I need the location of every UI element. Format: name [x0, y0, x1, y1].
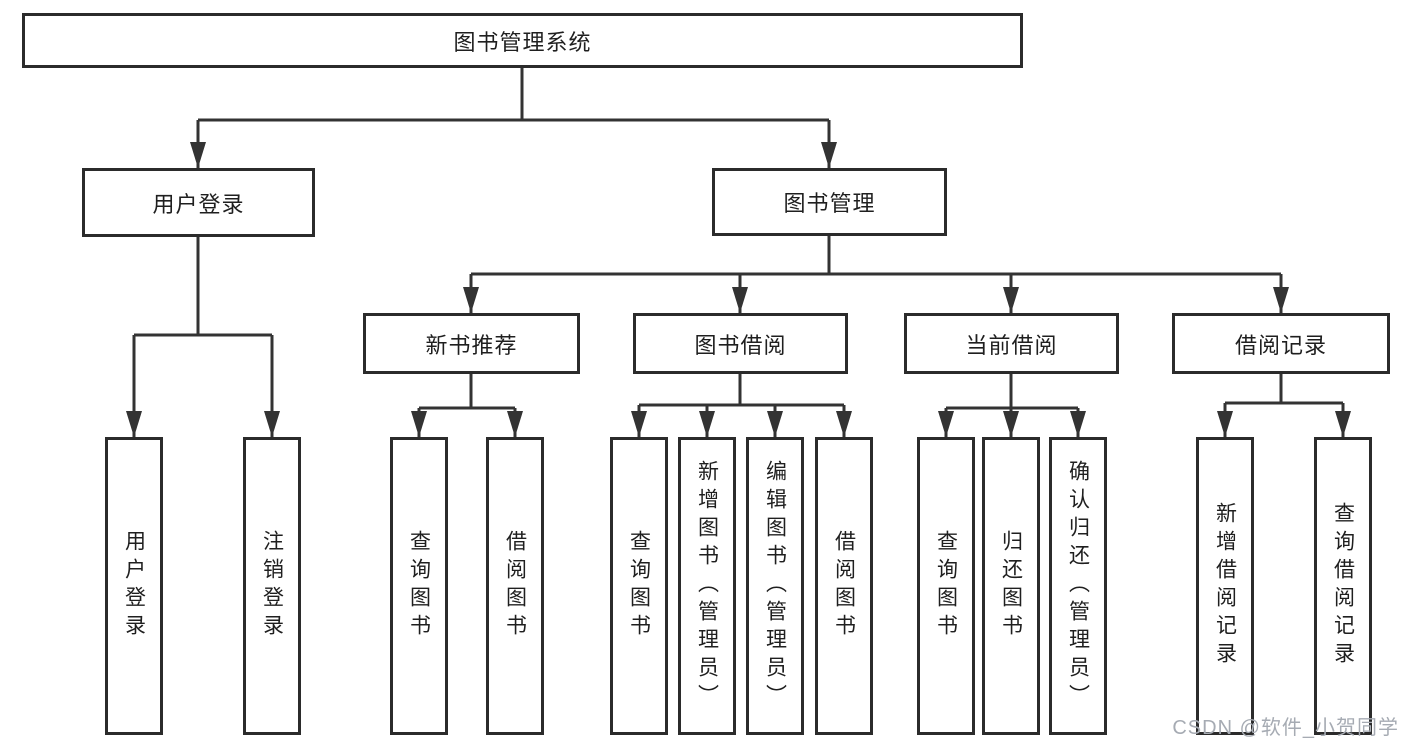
leaf-records-query-record-label: 查询借阅记录: [1331, 502, 1355, 670]
leaf-recommend-borrow-books-label: 借阅图书: [503, 530, 527, 642]
leaf-borrowing-borrow-books-label: 借阅图书: [832, 530, 856, 642]
leaf-records-add-record: 新增借阅记录: [1196, 437, 1254, 735]
leaf-user-login-label: 用户登录: [122, 530, 146, 642]
leaf-records-add-record-label: 新增借阅记录: [1213, 502, 1237, 670]
leaf-borrowing-borrow-books: 借阅图书: [815, 437, 873, 735]
leaf-borrowing-add-books-admin-label: 新增图书（管理员）: [695, 460, 719, 712]
leaf-logout: 注销登录: [243, 437, 301, 735]
leaf-recommend-query-books: 查询图书: [390, 437, 448, 735]
node-book-borrowing: 图书借阅: [633, 313, 848, 374]
node-book-management-label: 图书管理: [783, 191, 876, 216]
leaf-current-confirm-return-admin-label: 确认归还（管理员）: [1066, 460, 1090, 712]
node-user-login: 用户登录: [82, 168, 315, 237]
leaf-borrowing-edit-books-admin-label: 编辑图书（管理员）: [763, 460, 787, 712]
node-new-book-recommend-label: 新书推荐: [425, 332, 518, 358]
node-current-borrowing-label: 当前借阅: [965, 332, 1058, 358]
node-user-login-label: 用户登录: [152, 191, 245, 217]
leaf-borrowing-edit-books-admin: 编辑图书（管理员）: [746, 437, 804, 735]
node-book-management: 图书管理: [712, 168, 947, 236]
leaf-current-query-books: 查询图书: [917, 437, 975, 735]
node-root: 图书管理系统: [22, 13, 1023, 68]
node-book-borrowing-label: 图书借阅: [694, 332, 787, 358]
node-current-borrowing: 当前借阅: [904, 313, 1119, 374]
node-new-book-recommend: 新书推荐: [363, 313, 580, 374]
leaf-borrowing-add-books-admin: 新增图书（管理员）: [678, 437, 736, 735]
leaf-current-query-books-label: 查询图书: [934, 530, 958, 642]
leaf-current-return-books-label: 归还图书: [999, 530, 1023, 642]
leaf-current-return-books: 归还图书: [982, 437, 1040, 735]
node-borrow-records-label: 借阅记录: [1234, 332, 1327, 358]
csdn-watermark: CSDN @软件_小贺同学: [1172, 717, 1399, 739]
leaf-recommend-borrow-books: 借阅图书: [486, 437, 544, 735]
leaf-logout-label: 注销登录: [260, 530, 284, 642]
leaf-borrowing-query-books-label: 查询图书: [627, 530, 651, 642]
node-root-label: 图书管理系统: [453, 29, 592, 55]
leaf-records-query-record: 查询借阅记录: [1314, 437, 1372, 735]
leaf-recommend-query-books-label: 查询图书: [407, 530, 431, 642]
leaf-borrowing-query-books: 查询图书: [610, 437, 668, 735]
leaf-current-confirm-return-admin: 确认归还（管理员）: [1049, 437, 1107, 735]
node-borrow-records: 借阅记录: [1172, 313, 1390, 374]
leaf-user-login: 用户登录: [105, 437, 163, 735]
